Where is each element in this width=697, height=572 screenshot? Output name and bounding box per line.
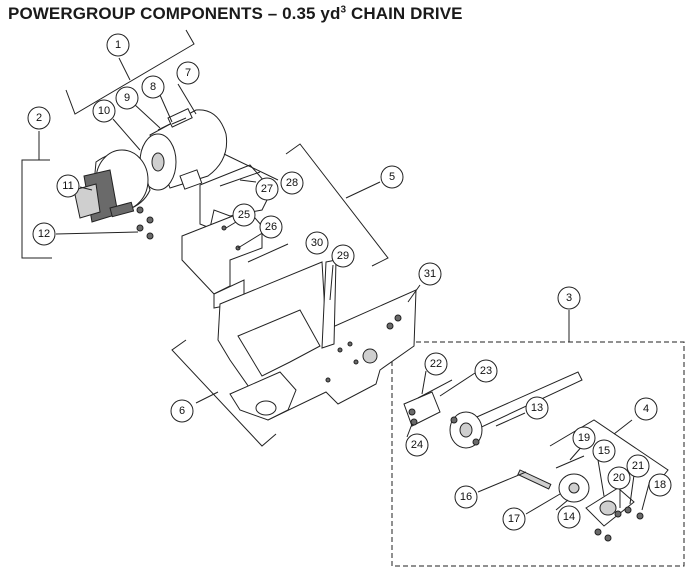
callout-2: 2 <box>27 106 51 130</box>
collar <box>403 379 453 427</box>
svg-text:16: 16 <box>460 491 472 503</box>
rod-29 <box>321 259 337 349</box>
callout-9: 9 <box>115 86 139 110</box>
svg-text:2: 2 <box>36 112 42 124</box>
key-16 <box>517 469 552 490</box>
callout-4: 4 <box>634 397 658 421</box>
callout-23: 23 <box>474 359 498 383</box>
svg-text:10: 10 <box>98 105 110 117</box>
svg-text:29: 29 <box>337 250 349 262</box>
callout-7: 7 <box>176 61 200 85</box>
callout-29: 29 <box>331 244 355 268</box>
callout-8: 8 <box>141 75 165 99</box>
svg-text:26: 26 <box>265 221 277 233</box>
callout-3: 3 <box>557 286 581 310</box>
callout-11: 11 <box>56 174 80 198</box>
svg-text:17: 17 <box>508 513 520 525</box>
svg-text:31: 31 <box>424 268 436 280</box>
svg-text:30: 30 <box>311 237 323 249</box>
svg-text:8: 8 <box>150 81 156 93</box>
callout-21: 21 <box>626 454 650 478</box>
svg-text:21: 21 <box>632 460 644 472</box>
svg-text:9: 9 <box>124 92 130 104</box>
callout-17: 17 <box>502 507 526 531</box>
callout-13: 13 <box>525 396 549 420</box>
callout-28: 28 <box>280 171 304 195</box>
svg-text:5: 5 <box>389 171 395 183</box>
motor <box>139 108 228 191</box>
callout-14: 14 <box>557 505 581 529</box>
callout-10: 10 <box>92 99 116 123</box>
svg-text:23: 23 <box>480 365 492 377</box>
svg-text:14: 14 <box>563 511 575 523</box>
svg-text:22: 22 <box>430 358 442 370</box>
nuts <box>594 506 644 542</box>
group-bracket-5 <box>285 143 389 267</box>
callout-5: 5 <box>380 165 404 189</box>
callout-25: 25 <box>232 203 256 227</box>
svg-text:11: 11 <box>62 180 73 192</box>
callout-20: 20 <box>607 466 631 490</box>
group-bracket-6 <box>171 339 277 447</box>
gearbox <box>73 149 151 223</box>
bolts-12 <box>136 206 154 240</box>
svg-text:25: 25 <box>238 209 250 221</box>
sprocket-14 <box>558 473 590 503</box>
group-box-3 <box>391 341 685 567</box>
callout-16: 16 <box>454 485 478 509</box>
group-bracket-1 <box>65 29 195 115</box>
guard <box>199 164 273 229</box>
svg-text:19: 19 <box>578 432 590 444</box>
svg-text:28: 28 <box>286 177 298 189</box>
group-bracket-2 <box>21 159 52 259</box>
svg-text:6: 6 <box>179 405 185 417</box>
svg-text:4: 4 <box>643 403 649 415</box>
callout-24: 24 <box>405 433 429 457</box>
lower-arm <box>229 371 297 421</box>
callout-22: 22 <box>424 352 448 376</box>
callout-31: 31 <box>418 262 442 286</box>
svg-text:24: 24 <box>411 439 423 451</box>
callout-12: 12 <box>32 222 56 246</box>
callout-6: 6 <box>170 399 194 423</box>
svg-text:20: 20 <box>613 472 625 484</box>
page-title: POWERGROUP COMPONENTS – 0.35 yd3 CHAIN D… <box>8 4 463 23</box>
sprocket-shaft <box>449 371 583 449</box>
bearing-15 <box>585 487 635 527</box>
callout-30: 30 <box>305 231 329 255</box>
callout-18: 18 <box>648 473 672 497</box>
svg-text:27: 27 <box>261 183 273 195</box>
callout-26: 26 <box>259 215 283 239</box>
callout-27: 27 <box>255 177 279 201</box>
svg-text:13: 13 <box>531 402 543 414</box>
callout-15: 15 <box>592 439 616 463</box>
svg-text:1: 1 <box>115 39 121 51</box>
svg-text:7: 7 <box>185 67 191 79</box>
callout-19: 19 <box>572 426 596 450</box>
svg-text:18: 18 <box>654 479 666 491</box>
callout-1: 1 <box>106 33 130 57</box>
svg-text:3: 3 <box>566 292 572 304</box>
svg-text:15: 15 <box>598 445 610 457</box>
svg-text:12: 12 <box>38 228 50 240</box>
